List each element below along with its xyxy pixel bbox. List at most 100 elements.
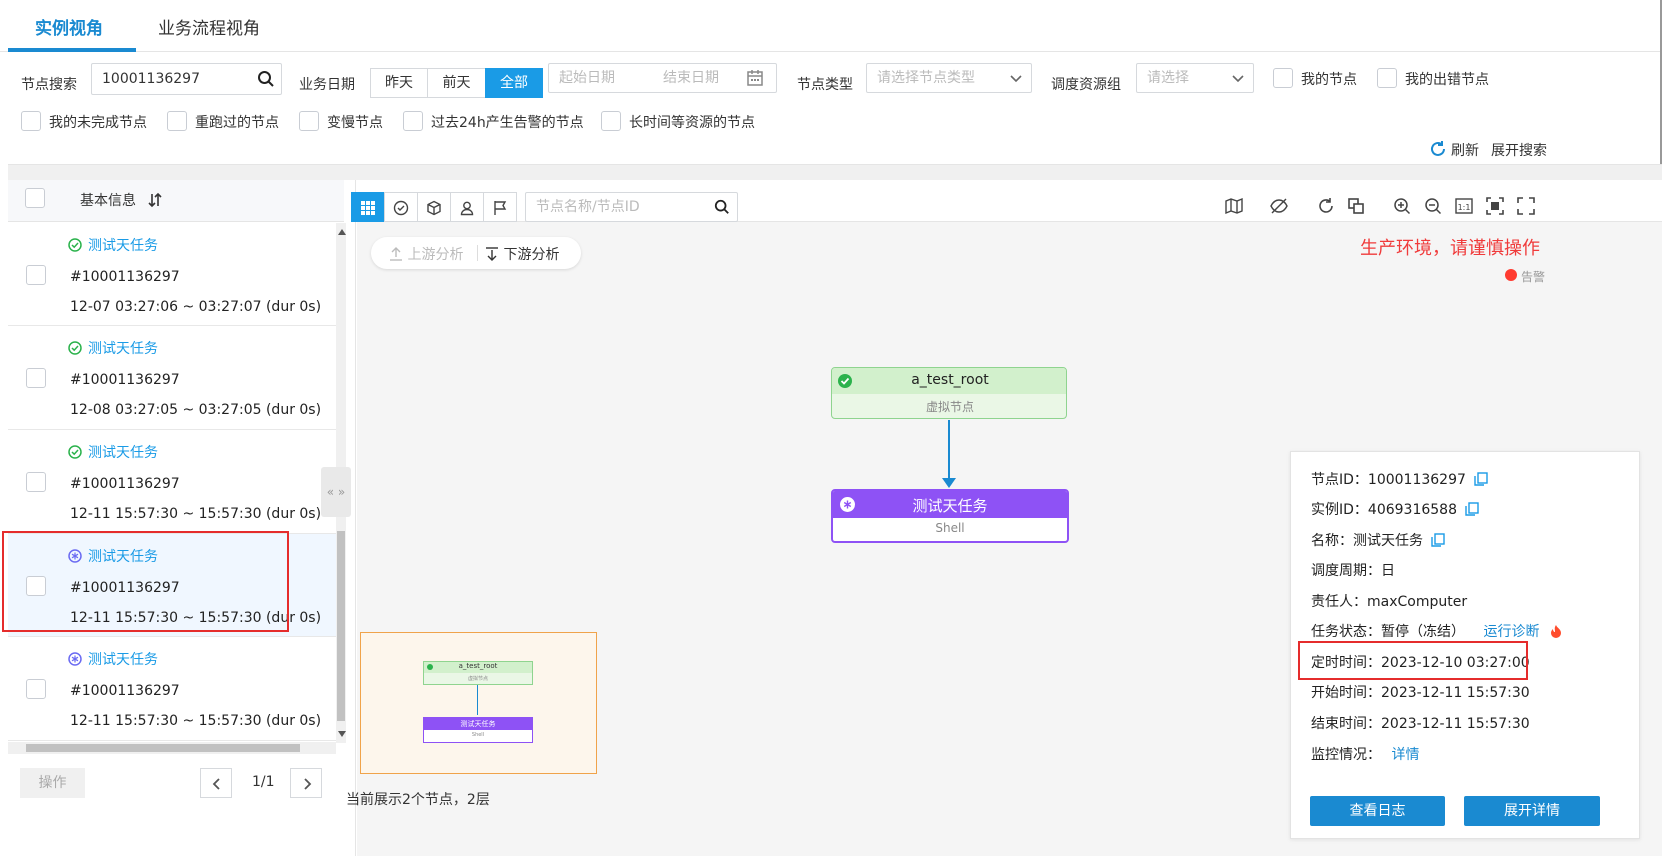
success-icon (838, 374, 852, 388)
h-scroll-thumb[interactable] (26, 744, 300, 752)
hide-icon[interactable] (1270, 197, 1292, 219)
canvas-node-search[interactable]: 节点名称/节点ID (525, 192, 738, 222)
check-filter-button[interactable] (384, 192, 418, 222)
zoom-in-icon[interactable] (1393, 197, 1415, 219)
node-search-value: 10001136297 (102, 71, 200, 87)
map-icon[interactable] (1225, 197, 1247, 219)
list-item-id: #10001136297 (70, 372, 180, 388)
list-item-checkbox[interactable] (26, 472, 46, 492)
list-item-name: 测试天任务 (68, 649, 158, 669)
next-page-button[interactable] (290, 768, 322, 798)
rerun-nodes-checkbox[interactable] (167, 111, 187, 131)
actual-size-icon[interactable]: 1:1 (1455, 197, 1477, 219)
info-name: 名称：测试天任务 (1311, 530, 1446, 550)
resource-group-select[interactable]: 请选择 (1136, 63, 1254, 93)
info-instance-id: 实例ID：4069316588 (1311, 499, 1480, 519)
list-item-checkbox[interactable] (26, 679, 46, 699)
dag-node-root[interactable]: a_test_root 虚拟节点 (831, 367, 1067, 419)
node-type-select[interactable]: 请选择节点类型 (866, 63, 1032, 93)
list-item[interactable]: 测试天任务 #10001136297 12-08 03:27:05 ~ 03:2… (8, 326, 336, 430)
date-day-before-button[interactable]: 前天 (427, 68, 486, 98)
date-range-picker[interactable]: 起始日期 结束日期 (548, 63, 777, 93)
search-icon[interactable] (714, 199, 730, 215)
alert-label: 告警 (1521, 270, 1546, 284)
info-monitor: 监控情况： 详情 (1311, 747, 1420, 763)
my-error-nodes-checkbox[interactable] (1377, 68, 1397, 88)
run-diagnosis-link[interactable]: 运行诊断 (1483, 624, 1540, 640)
section-divider (8, 164, 1662, 180)
select-all-checkbox[interactable] (25, 188, 45, 208)
expand-search-button[interactable]: 展开搜索 (1491, 143, 1547, 159)
my-nodes-label: 我的节点 (1301, 72, 1357, 88)
biz-date-label: 业务日期 (299, 77, 355, 93)
my-nodes-checkbox[interactable] (1273, 68, 1293, 88)
downstream-analysis-button[interactable]: 下游分析 (485, 244, 559, 264)
flag-icon (494, 201, 507, 215)
refresh-button[interactable]: 刷新 (1451, 143, 1479, 159)
svg-text:1:1: 1:1 (1458, 203, 1471, 212)
edge-line (948, 420, 950, 480)
info-owner: 责任人：maxComputer (1311, 594, 1468, 610)
list-item-selected[interactable]: 测试天任务 #10001136297 12-11 15:57:30 ~ 15:5… (8, 534, 336, 637)
page-indicator: 1/1 (252, 774, 275, 790)
dag-node-task[interactable]: 测试天任务 Shell (831, 489, 1069, 543)
grid-view-button[interactable] (351, 192, 385, 222)
list-item-time: 12-11 15:57:30 ~ 15:57:30 (dur 0s) (70, 610, 322, 626)
list-item[interactable]: 测试天任务 #10001136297 12-11 15:57:30 ~ 15:5… (8, 637, 336, 741)
list-header: 基本信息 (8, 180, 344, 222)
analysis-toolbar: 上游分析 下游分析 (371, 237, 581, 269)
tab-business-flow-view[interactable]: 业务流程视角 (158, 19, 260, 39)
check-circle-icon (68, 341, 82, 355)
node-title: 测试天任务 (912, 497, 988, 515)
calendar-icon[interactable] (746, 69, 764, 87)
prev-page-button[interactable] (200, 768, 232, 798)
highlight-box (1298, 641, 1528, 680)
cube-filter-button[interactable] (417, 192, 451, 222)
collapse-panel-handle[interactable]: « » (321, 467, 351, 517)
copy-icon (1474, 472, 1489, 486)
list-item-id: #10001136297 (70, 269, 180, 285)
list-item-id: #10001136297 (70, 683, 180, 699)
slow-nodes-checkbox[interactable] (299, 111, 319, 131)
instance-list-panel: 基本信息 测试天任务 #10001136297 12-07 03:27:06 ~… (8, 180, 356, 856)
fit-view-icon[interactable] (1486, 197, 1508, 219)
list-item-checkbox[interactable] (26, 368, 46, 388)
list-item-id: #10001136297 (70, 476, 180, 492)
search-icon[interactable] (257, 70, 275, 88)
scroll-up-arrow[interactable] (338, 229, 346, 235)
refresh-icon[interactable] (1429, 140, 1447, 158)
reload-icon[interactable] (1317, 197, 1339, 219)
list-item-checkbox[interactable] (26, 265, 46, 285)
list-item-time: 12-11 15:57:30 ~ 15:57:30 (dur 0s) (70, 713, 322, 729)
scroll-thumb[interactable] (337, 531, 345, 721)
scroll-down-arrow[interactable] (338, 731, 346, 737)
zoom-out-icon[interactable] (1424, 197, 1446, 219)
long-wait-checkbox[interactable] (601, 111, 621, 131)
layers-icon[interactable] (1347, 197, 1369, 219)
fullscreen-icon[interactable] (1517, 197, 1539, 219)
tab-instance-view[interactable]: 实例视角 (35, 19, 103, 39)
date-yesterday-button[interactable]: 昨天 (370, 68, 428, 98)
expand-detail-button[interactable]: 展开详情 (1464, 796, 1600, 826)
resource-group-placeholder: 请选择 (1147, 70, 1189, 86)
chevron-down-icon (1231, 71, 1245, 85)
monitor-detail-link[interactable]: 详情 (1391, 747, 1420, 763)
operation-button[interactable]: 操作 (20, 768, 85, 798)
alert-dot-icon (1505, 269, 1517, 281)
sort-icon[interactable] (148, 192, 162, 208)
upstream-analysis-button[interactable]: 上游分析 (389, 244, 463, 264)
list-item-checkbox[interactable] (26, 576, 46, 596)
alert-24h-checkbox[interactable] (403, 111, 423, 131)
node-search-input[interactable]: 10001136297 (91, 63, 282, 95)
flag-filter-button[interactable] (483, 192, 517, 222)
list-item[interactable]: 测试天任务 #10001136297 12-11 15:57:30 ~ 15:5… (8, 430, 336, 534)
list-item[interactable]: 测试天任务 #10001136297 12-07 03:27:06 ~ 03:2… (8, 223, 336, 326)
minimap[interactable]: a_test_root 虚拟节点 测试天任务 Shell (360, 632, 597, 774)
unfinished-nodes-checkbox[interactable] (21, 111, 41, 131)
list-item-name: 测试天任务 (68, 546, 158, 566)
info-node-id: 节点ID：10001136297 (1311, 469, 1489, 489)
view-log-button[interactable]: 查看日志 (1310, 796, 1445, 826)
user-filter-button[interactable] (450, 192, 484, 222)
list-horizontal-scrollbar[interactable] (8, 742, 336, 754)
date-all-button[interactable]: 全部 (485, 68, 543, 98)
